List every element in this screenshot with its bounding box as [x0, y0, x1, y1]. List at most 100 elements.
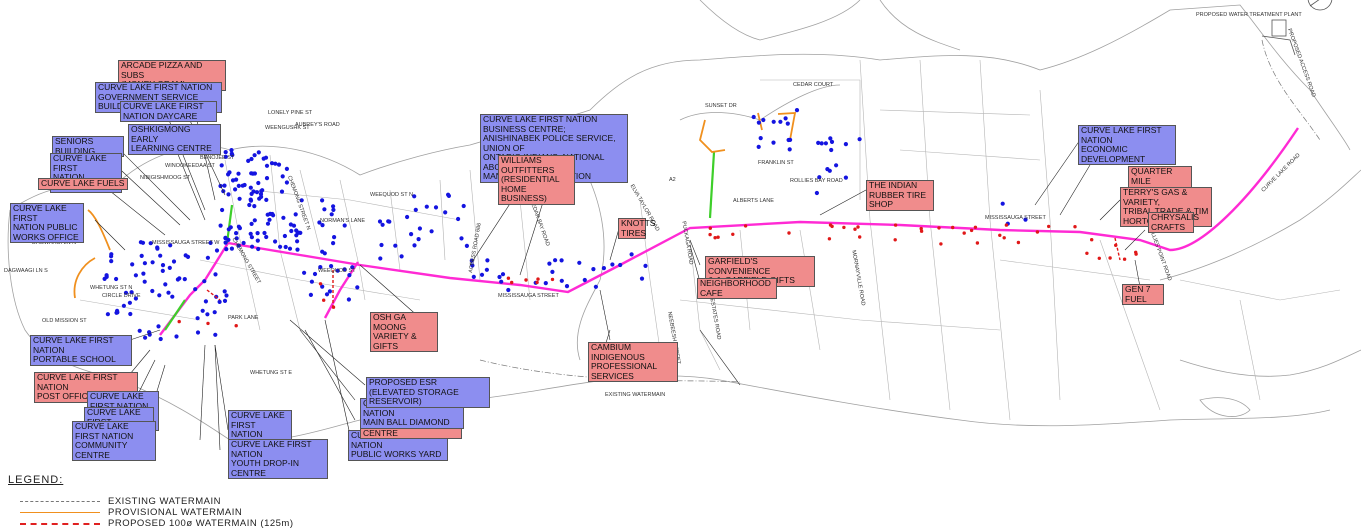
service-point-existing [312, 271, 318, 277]
service-point-existing [217, 299, 222, 304]
facility-label: WILLIAMS OUTFITTERS (RESIDENTIAL HOME BU… [498, 155, 575, 205]
existing-service-points [102, 108, 1028, 342]
provisional-watermain [73, 112, 797, 299]
street-label: MISSISSAUGA STREET [985, 215, 1046, 221]
service-point-existing [220, 207, 225, 213]
service-point-existing [386, 219, 391, 224]
service-point-existing [142, 261, 147, 266]
legend-swatch-existing [20, 501, 100, 502]
service-point-existing [318, 265, 323, 270]
service-point-existing [601, 266, 607, 271]
street-label: MISSISSAUGA STREET W [152, 240, 220, 246]
service-point-existing [255, 238, 260, 243]
service-point-existing [412, 243, 417, 248]
service-point-existing [819, 141, 824, 146]
service-point-existing [102, 276, 107, 281]
service-point-existing [250, 171, 255, 176]
service-point-existing [273, 239, 278, 244]
street-label: ROLLIES BAY ROAD [790, 178, 843, 184]
service-point-existing [163, 282, 168, 287]
service-point-existing [234, 231, 239, 236]
service-point-existing [248, 197, 253, 202]
service-point-existing [499, 279, 504, 284]
service-point-existing [177, 276, 182, 281]
service-point-existing [130, 262, 135, 267]
service-point-existing [331, 204, 336, 209]
service-point-proposed [893, 238, 897, 242]
service-point-existing [284, 180, 289, 185]
service-point-proposed [1108, 256, 1112, 260]
service-point-existing [222, 298, 228, 303]
service-point-existing [278, 244, 283, 249]
service-point-existing [276, 162, 282, 167]
proposed-100-watermain [206, 237, 1121, 310]
service-point-existing [756, 120, 762, 125]
facility-label: GEN 7 FUEL [1122, 284, 1164, 305]
service-point-existing [127, 300, 132, 305]
service-point-existing [564, 284, 570, 289]
service-point-existing [255, 231, 260, 236]
service-point-proposed [1085, 251, 1089, 255]
facility-label: KNOTTS TIRES [618, 218, 655, 239]
service-point-existing [195, 330, 201, 335]
service-point-existing [226, 192, 231, 197]
service-point-existing [265, 221, 271, 226]
service-point-proposed [939, 242, 943, 246]
service-point-existing [237, 196, 242, 201]
service-point-existing [236, 183, 241, 188]
service-point-existing [771, 140, 776, 145]
service-point-existing [213, 332, 218, 337]
legend-item-provisional: PROVISIONAL WATERMAIN [20, 507, 380, 518]
service-point-proposed [842, 225, 846, 230]
service-point-existing [413, 207, 418, 212]
service-point-existing [299, 198, 304, 203]
service-point-existing [213, 272, 218, 277]
service-point-existing [160, 263, 166, 268]
service-point-proposed [708, 226, 712, 230]
service-point-existing [284, 166, 289, 171]
service-point-proposed [716, 235, 720, 239]
service-point-existing [168, 243, 173, 248]
street-label: MISSISSAUGA STREET [498, 293, 559, 299]
service-point-existing [281, 215, 286, 220]
service-point-proposed [234, 324, 238, 328]
service-point-existing [283, 244, 288, 250]
service-point-existing [287, 246, 293, 251]
service-point-existing [794, 108, 800, 113]
service-point-existing [227, 170, 232, 175]
service-point-existing [559, 278, 564, 283]
service-point-existing [256, 246, 261, 252]
service-point-existing [456, 216, 461, 222]
service-point-existing [261, 156, 266, 161]
water-treatment-plant-icon [1261, 0, 1333, 56]
service-point-existing [302, 270, 307, 275]
service-point-existing [417, 226, 422, 231]
street-label: BENOJEE ST [200, 155, 235, 161]
service-point-existing [758, 136, 763, 141]
service-point-proposed [969, 228, 974, 233]
service-point-existing [308, 292, 313, 297]
service-point-existing [166, 290, 171, 295]
service-point-existing [214, 248, 220, 253]
service-point-proposed [1004, 223, 1009, 227]
service-point-existing [248, 185, 253, 190]
service-point-existing [249, 156, 254, 162]
service-point-existing [252, 204, 257, 209]
service-point-existing [224, 247, 229, 252]
facility-label: OSH GA MOONG VARIETY & GIFTS [370, 312, 438, 352]
service-point-existing [236, 243, 241, 248]
facility-label: CURVE LAKE FIRST NATION ECONOMIC DEVELOP… [1078, 125, 1176, 165]
service-point-existing [109, 252, 114, 257]
service-point-proposed [975, 241, 980, 245]
service-point-existing [379, 242, 384, 248]
service-point-proposed [713, 236, 717, 240]
service-point-existing [322, 207, 327, 212]
street-label: DAGWAAGI LN S [4, 268, 48, 274]
service-point-existing [329, 212, 334, 217]
service-point-proposed [524, 278, 528, 282]
service-point-existing [202, 279, 207, 284]
legend-swatch-proposed [20, 523, 100, 525]
facility-label: THE INDIAN RUBBER TIRE SHOP [866, 180, 934, 211]
service-point-existing [249, 221, 254, 226]
service-point-existing [553, 258, 558, 263]
